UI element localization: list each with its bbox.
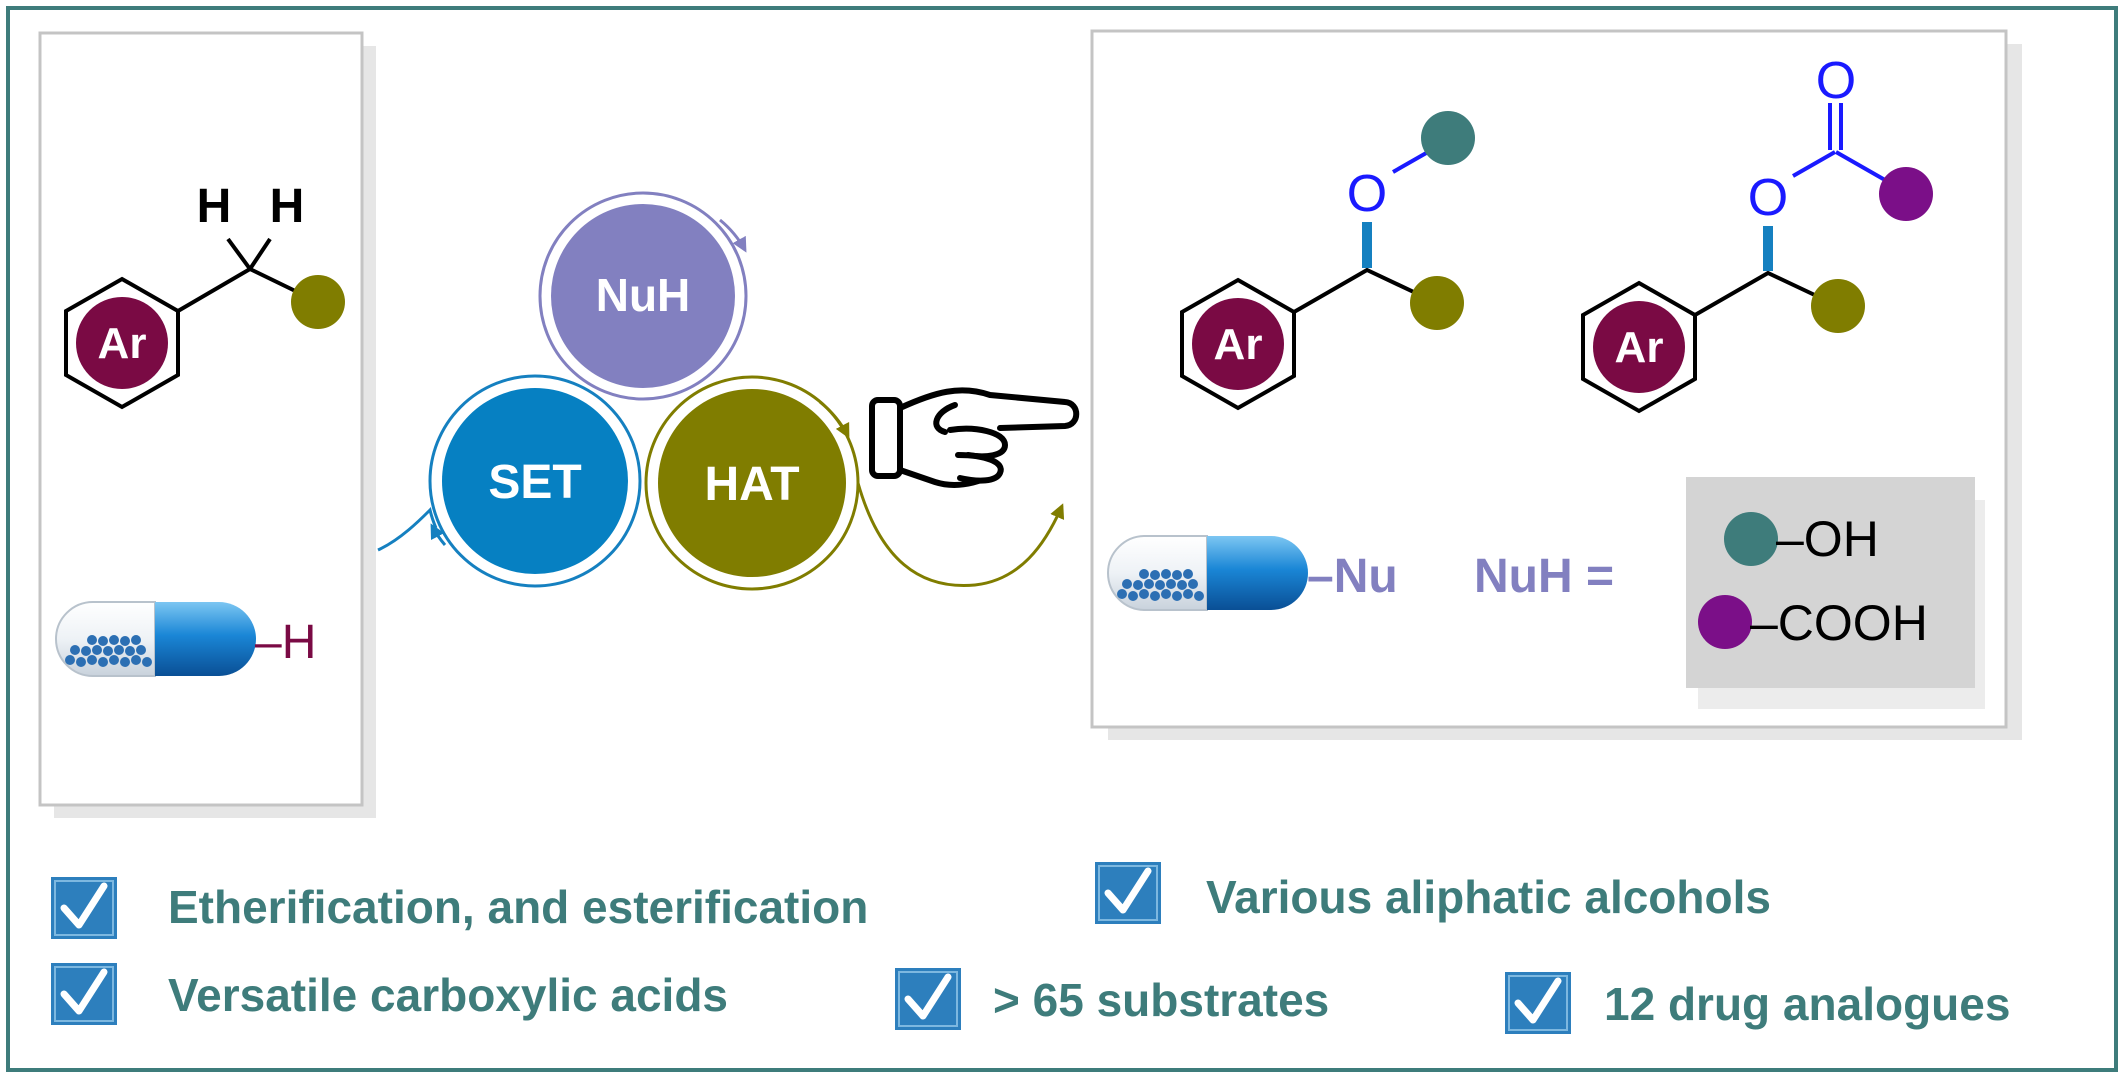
alkyl-substituent-dot (291, 275, 345, 329)
products-panel: Ar O Ar O O (1090, 29, 2022, 740)
alcohol-dot (1724, 512, 1778, 566)
acid-label: –COOH (1750, 595, 1928, 651)
ch-bond-right (248, 237, 272, 271)
acid-dot (1698, 595, 1752, 649)
drug-capsule-h: –H (55, 601, 316, 677)
feature-text: 12 drug analogues (1604, 978, 2010, 1030)
ch-bond-left (226, 237, 252, 271)
pointing-hand-icon (869, 387, 1080, 488)
catalysis-scheme: NuH SET HAT (377, 191, 1080, 591)
h-atom-right: H (270, 180, 305, 233)
nuh-legend: –OH –COOH (1686, 477, 1985, 709)
nuh-circle (551, 204, 735, 388)
hat-circle (658, 389, 846, 577)
capsule-beads (65, 635, 152, 667)
nuh-equals-label: NuH = (1474, 550, 1614, 603)
h-atom-left: H (197, 180, 232, 233)
ar-label: Ar (98, 319, 147, 368)
set-label: SET (488, 456, 581, 509)
ether-oxygen: O (1347, 165, 1387, 223)
ester-alkyl-dot (1811, 279, 1865, 333)
hat-label: HAT (704, 458, 799, 511)
feature-text: Etherification, and esterification (168, 881, 868, 933)
ether-alkyl-dot (1410, 276, 1464, 330)
set-ring (428, 374, 642, 588)
ester-ar-label: Ar (1615, 323, 1664, 372)
capsule-nu-blue-half (1207, 536, 1308, 610)
ester-c-r-bond (1835, 150, 1886, 182)
ether-alkoxy-dot (1421, 111, 1475, 165)
ether-o-r-bond (1392, 150, 1429, 174)
feature-item: > 65 substrates (895, 968, 1329, 1030)
ester-oxygen: O (1748, 169, 1788, 227)
capsule-h-suffix: –H (255, 616, 316, 669)
ester-o-c-bond (1792, 150, 1836, 178)
ester-acyl-dot (1879, 167, 1933, 221)
set-cycle-arrow (430, 523, 447, 546)
feature-list: Etherification, and esterification Vario… (51, 862, 2010, 1034)
hat-cycle-arrow (819, 400, 850, 439)
checkbox-checked-icon (51, 877, 117, 939)
ar-circle (76, 297, 168, 389)
nuh-legend-box (1686, 477, 1975, 688)
feature-item: Versatile carboxylic acids (51, 963, 728, 1025)
ester-product: Ar O O (1581, 52, 1933, 414)
set-circle (442, 388, 628, 574)
substrate-panel: Ar H H –H (38, 31, 376, 818)
feature-item: Etherification, and esterification (51, 877, 868, 939)
benzylic-substrate: Ar H H (64, 180, 345, 410)
nuh-cycle-arrow (719, 218, 747, 253)
ester-carbonyl-oxygen: O (1816, 52, 1856, 110)
feature-text: > 65 substrates (993, 974, 1329, 1026)
substrate-panel-box (38, 31, 364, 807)
ether-product: Ar O (1180, 111, 1475, 411)
checkbox-checked-icon (51, 963, 117, 1025)
ester-ar-circle (1593, 301, 1685, 393)
alcohol-label: –OH (1776, 511, 1879, 567)
feature-item: Various aliphatic alcohols (1095, 862, 1771, 924)
capsule-nu-beads (1117, 569, 1204, 601)
checkbox-checked-icon (1095, 862, 1161, 924)
ether-ar-label: Ar (1214, 320, 1263, 369)
feature-text: Versatile carboxylic acids (168, 969, 728, 1021)
drug-capsule-nu: –Nu (1107, 535, 1398, 611)
hat-exit-arrow (856, 482, 1065, 588)
ether-ar-circle (1192, 298, 1284, 390)
set-entry-curve (377, 507, 438, 552)
feature-item: 12 drug analogues (1505, 972, 2010, 1034)
checkbox-checked-icon (1505, 972, 1571, 1034)
capsule-nu-suffix: –Nu (1307, 550, 1398, 603)
nuh-label: NuH (596, 269, 691, 321)
feature-text: Various aliphatic alcohols (1206, 871, 1771, 923)
checkbox-checked-icon (895, 968, 961, 1030)
capsule-blue-half (155, 602, 256, 676)
nuh-ring (538, 191, 748, 401)
